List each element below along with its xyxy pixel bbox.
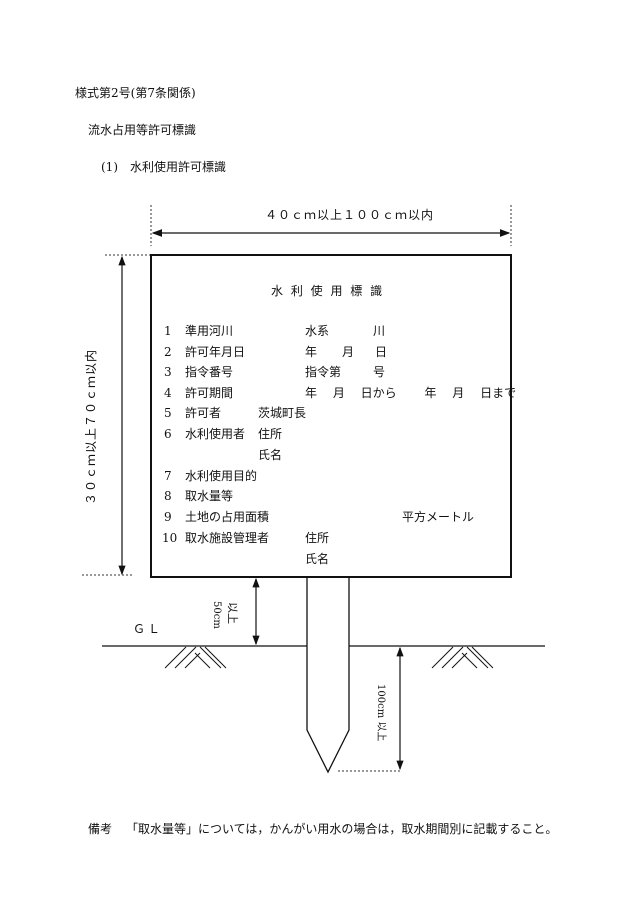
- form-number: 様式第2号(第7条関係): [75, 86, 196, 100]
- document-title: 流水占用等許可標識: [88, 123, 197, 137]
- row-label: 許可年月日: [185, 345, 246, 359]
- row-number: 1: [164, 324, 172, 338]
- row-label: 取水施設管理者: [185, 531, 270, 545]
- depth-label: 100cm 以上: [375, 684, 386, 742]
- row-value: 年 月 日から 年 月 日まで: [305, 386, 517, 400]
- row-label: 水利使用者: [185, 427, 246, 441]
- row-label: 指令番号: [185, 365, 234, 379]
- row-value: 住所: [305, 531, 330, 545]
- row-value: 水系: [305, 324, 330, 338]
- row-value: 年: [305, 345, 318, 359]
- row-value: 川: [373, 324, 386, 338]
- sign-board: [150, 254, 512, 578]
- row-value: 平方メートル: [402, 510, 475, 524]
- ground-hatch-left: [164, 646, 227, 669]
- sign-post: [306, 578, 350, 774]
- subtitle: 水利使用許可標識: [130, 160, 227, 174]
- row-value: 茨城町長: [258, 406, 307, 420]
- ground-hatch-right: [431, 646, 494, 669]
- row-label: 許可期間: [185, 386, 234, 400]
- width-label: ４０ｃｍ以上１００ｃｍ以内: [265, 208, 435, 222]
- ground-level-label: ＧＬ: [133, 622, 164, 636]
- row-value: 氏名: [305, 552, 330, 566]
- clearance-label-b: 以上: [226, 602, 239, 624]
- subtitle-number: (1): [101, 160, 118, 174]
- row-number: 6: [164, 427, 172, 441]
- row-number: 3: [164, 365, 172, 379]
- row-number: 7: [164, 469, 172, 483]
- row-number: 10: [162, 531, 178, 545]
- row-value: 住所: [258, 427, 283, 441]
- row-value: 氏名: [258, 448, 283, 462]
- row-number: 8: [164, 489, 172, 503]
- row-label: 取水量等: [185, 489, 234, 503]
- row-label: 準用河川: [185, 324, 234, 338]
- note-label: 備考: [88, 822, 113, 836]
- row-number: 4: [164, 386, 172, 400]
- row-number: 2: [164, 345, 172, 359]
- row-value: 月: [342, 345, 355, 359]
- row-number: 5: [164, 406, 172, 420]
- row-number: 9: [164, 510, 172, 524]
- row-label: 土地の占用面積: [185, 510, 270, 524]
- row-label: 許可者: [185, 406, 222, 420]
- row-value: 号: [373, 365, 386, 379]
- note-text: 「取水量等」については，かんがい用水の場合は，取水期間別に記載すること。: [126, 822, 558, 836]
- sign-title: 水 利 使 用 標 識: [271, 284, 385, 298]
- clearance-label-a: 50cm: [211, 601, 222, 629]
- height-label: ３０ｃｍ以上７０ｃｍ以内: [84, 348, 98, 505]
- row-value: 指令第: [305, 365, 342, 379]
- row-value: 日: [375, 345, 388, 359]
- row-label: 水利使用目的: [185, 469, 258, 483]
